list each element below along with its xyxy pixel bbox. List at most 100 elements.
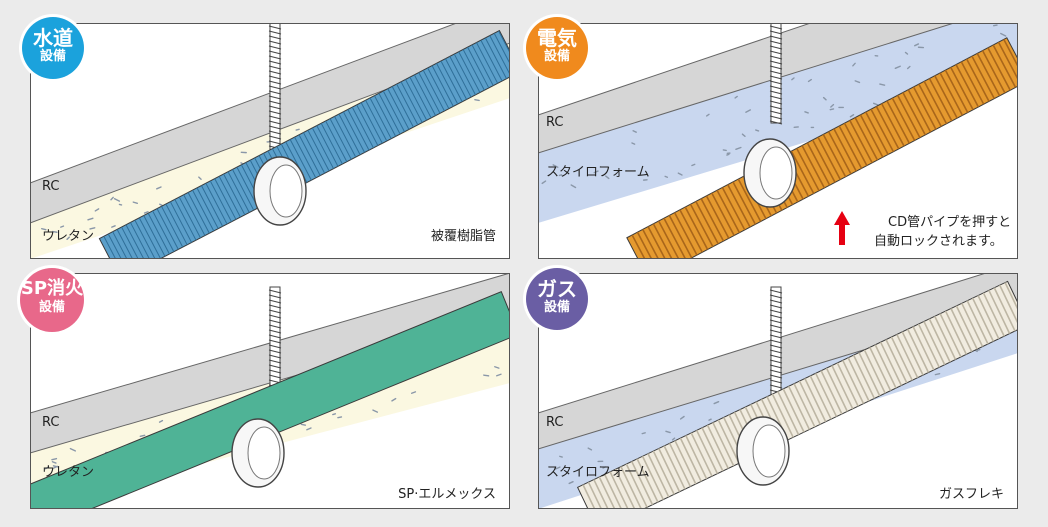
anchor-thread	[268, 80, 282, 85]
anchor-thread	[268, 75, 282, 80]
pipe-rib	[965, 58, 990, 102]
pipe-rib	[902, 92, 926, 136]
pipe-rib	[218, 176, 241, 218]
anchor-thread	[769, 115, 783, 120]
layer-label-rc: RC	[546, 115, 564, 130]
pipe-rib	[493, 33, 510, 65]
insulation-fleck	[143, 211, 149, 214]
pipe-rib	[187, 192, 210, 234]
anchor-thread	[769, 314, 783, 319]
insulation-fleck	[156, 186, 162, 190]
pipe-rib	[413, 74, 437, 116]
pipe-rib	[400, 81, 423, 123]
anchor-thread	[268, 115, 282, 120]
insulation-fleck	[198, 176, 202, 180]
insulation-fleck	[665, 430, 671, 434]
anchor-thread	[769, 384, 783, 389]
pipe-rib	[462, 49, 485, 91]
anchor-thread	[769, 369, 783, 374]
pipe-rib	[833, 128, 857, 172]
anchor-thread	[769, 294, 783, 299]
pipe-rib	[422, 69, 445, 112]
pipe-rib	[325, 120, 348, 162]
insulation-fleck	[52, 230, 58, 233]
pipe-rib	[476, 42, 499, 84]
insulation-fleck	[53, 465, 58, 469]
badge-title: 電気	[537, 26, 577, 50]
anchor-thread	[769, 65, 783, 70]
pipe-rib	[971, 55, 996, 99]
pipe-rib	[798, 380, 821, 425]
anchor-thread	[268, 364, 282, 369]
pipe-rib	[684, 206, 709, 250]
badge-sprinkler: SP消火 設備	[20, 268, 84, 332]
pipe-rib	[471, 44, 494, 86]
pipe-name-label: ガスフレキ	[938, 487, 1004, 502]
insulation-fleck	[734, 95, 738, 99]
insulation-fleck	[51, 457, 58, 461]
pipe-rib	[944, 310, 968, 355]
insulation-fleck	[854, 80, 861, 84]
pipe-rib	[712, 422, 735, 467]
insulation-fleck	[372, 409, 379, 413]
anchor-thread	[268, 140, 282, 145]
pipe-rib	[939, 72, 964, 116]
pipe-rib	[777, 391, 800, 436]
insulation-fleck	[60, 225, 65, 228]
insulation-fleck	[559, 455, 563, 458]
panel-sprinkler: RC ウレタン SP·エルメックス	[30, 273, 510, 509]
pipe-rib	[147, 212, 170, 255]
pipe-rib	[836, 362, 859, 407]
pipe-rib	[701, 427, 724, 472]
pipe-rib	[842, 359, 865, 404]
insulation-fleck	[804, 111, 809, 114]
anchor-thread	[268, 329, 282, 334]
panel-border	[538, 273, 1018, 509]
anchor-thread	[769, 374, 783, 379]
anchor-thread	[268, 105, 282, 110]
badge-title: ガス	[537, 277, 577, 301]
pipe-rib	[847, 357, 870, 402]
pipe-rib	[338, 113, 361, 156]
insulation-fleck	[741, 133, 746, 137]
anchor-thread	[769, 35, 783, 40]
pipe-rib	[987, 47, 1011, 91]
panel-gas-drawing	[538, 273, 1018, 509]
pipe-rib	[103, 236, 117, 259]
pipe-rib	[955, 64, 980, 108]
pipe-rib	[152, 210, 175, 252]
anchor-thread	[268, 344, 282, 349]
pipe-rib	[700, 198, 725, 242]
anchor-thread	[769, 359, 783, 364]
pipe-rib	[161, 206, 184, 248]
layer-label-insulation: スタイロフォーム	[546, 165, 650, 180]
anchor-thread	[268, 90, 282, 95]
pipe-rib	[458, 51, 481, 93]
anchor-thread	[268, 334, 282, 339]
insulation-fleck	[41, 227, 47, 231]
layer-label-insulation: ウレタン	[42, 465, 95, 480]
pipe-rib	[582, 484, 596, 509]
pipe-rib	[480, 39, 503, 82]
pipe-rib	[453, 53, 476, 96]
pipe-rib	[782, 388, 805, 433]
pipe-rib	[950, 308, 973, 353]
insulation-fleck	[822, 96, 827, 101]
badge-subtitle: 設備	[38, 300, 65, 315]
pipe-rib	[112, 231, 128, 259]
insulation-fleck	[706, 113, 710, 117]
pipe-rib	[440, 60, 463, 103]
insulation-fleck	[89, 227, 96, 230]
anchor-thread	[268, 50, 282, 55]
pipe-rib	[391, 86, 414, 128]
pipe-rib	[695, 201, 719, 245]
anchor-thread	[268, 354, 282, 359]
insulation-fleck	[300, 423, 307, 426]
anchor-thread	[268, 125, 282, 130]
pipe-rib	[373, 95, 397, 137]
pipe-rib	[387, 88, 410, 130]
pipe-rib	[674, 440, 697, 485]
pipe-rib	[849, 120, 873, 164]
anchor-thread	[769, 289, 783, 294]
pipe-rib	[998, 284, 1018, 326]
